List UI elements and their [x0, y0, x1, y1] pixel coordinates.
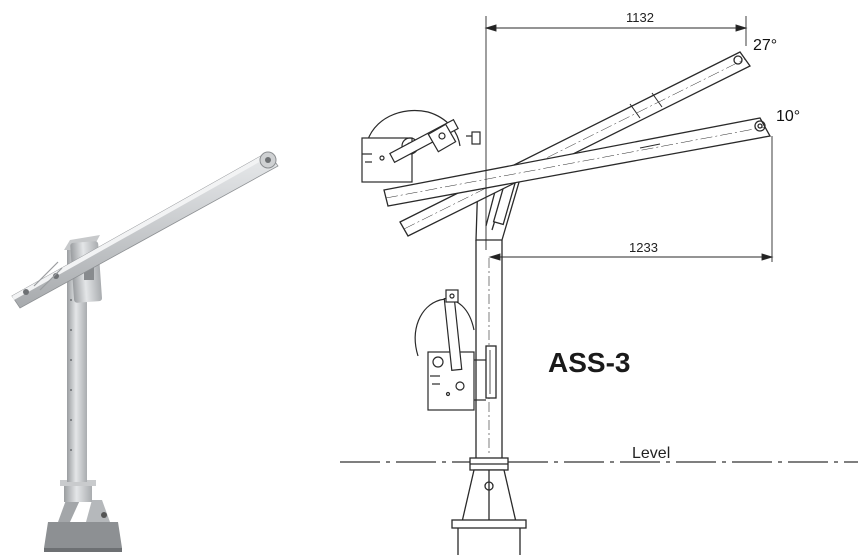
dimension-label-1233: 1233	[629, 240, 658, 255]
level-label: Level	[632, 445, 670, 462]
angle-label-lower: 10°	[776, 108, 800, 125]
dimension-reach-bottom	[488, 136, 774, 262]
technical-drawing	[340, 16, 858, 555]
winch-upper	[361, 109, 481, 183]
boom-27-deg	[399, 51, 751, 237]
drawing-base	[451, 457, 527, 555]
socket	[64, 484, 92, 502]
angle-label-upper: 27°	[753, 37, 777, 54]
dimension-label-1132: 1132	[626, 10, 654, 25]
model-label: ASS-3	[548, 347, 630, 378]
boom	[11, 151, 279, 309]
dimension-reach-top	[484, 16, 748, 250]
drawing-mast	[475, 240, 503, 458]
mast	[67, 250, 87, 482]
crane-3d-render	[11, 151, 279, 552]
boom-10-deg	[383, 117, 772, 207]
winch-lower	[414, 289, 486, 411]
base-plate	[44, 522, 122, 548]
